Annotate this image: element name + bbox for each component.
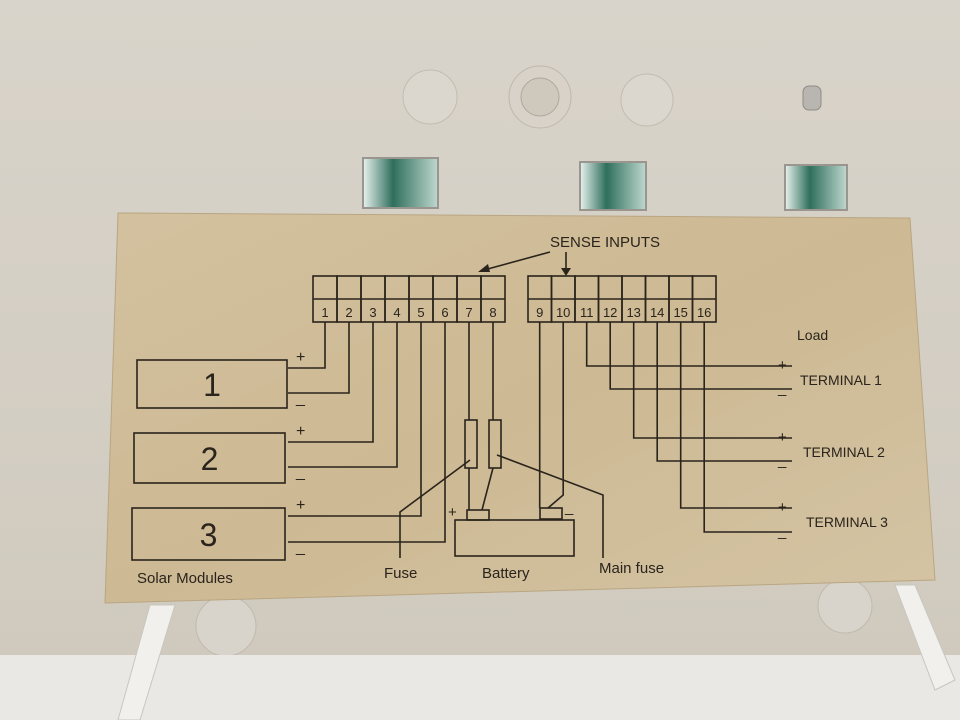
- pin-number: 15: [673, 305, 687, 320]
- load-terminal-2-label: TERMINAL 2: [803, 444, 885, 460]
- battery-negative-terminal: [539, 507, 563, 520]
- pin-number: 6: [441, 305, 448, 320]
- solar-module-2: [133, 432, 286, 484]
- pin-number: 3: [369, 305, 376, 320]
- battery-plus: +: [448, 504, 457, 521]
- pin-number: 1: [321, 305, 328, 320]
- solar-modules-label: Solar Modules: [137, 570, 233, 587]
- plus-sign: +: [778, 499, 787, 516]
- pin-number: 9: [536, 305, 543, 320]
- battery-minus: _: [564, 499, 574, 516]
- main-fuse-label: Main fuse: [599, 560, 664, 577]
- minus-sign: _: [777, 523, 787, 540]
- pin-number: 4: [393, 305, 400, 320]
- plus-sign: +: [296, 497, 305, 514]
- plus-sign: +: [296, 349, 305, 366]
- fuse-symbol: [464, 419, 478, 469]
- load-terminal-3-label: TERMINAL 3: [806, 514, 888, 530]
- fuse-label: Fuse: [384, 565, 417, 582]
- solar-module-1: [136, 359, 288, 409]
- plus-sign: +: [296, 423, 305, 440]
- battery-label: Battery: [482, 565, 530, 582]
- pin-number: 14: [650, 305, 664, 320]
- plus-sign: +: [778, 429, 787, 446]
- solar-module-3: [131, 507, 286, 561]
- pin-number: 12: [603, 305, 617, 320]
- indicator-windows: [362, 157, 848, 211]
- pin-number: 7: [465, 305, 472, 320]
- minus-sign: _: [777, 452, 787, 469]
- module-number: 1: [203, 367, 221, 403]
- pin-number: 2: [345, 305, 352, 320]
- minus-sign: _: [295, 539, 306, 556]
- module-number: 2: [201, 441, 219, 477]
- bottom-tray: [0, 584, 960, 720]
- sense-inputs-title: SENSE INPUTS: [550, 234, 660, 251]
- pin-number: 11: [580, 305, 594, 320]
- sense-arrows: [483, 251, 567, 271]
- module-number: 3: [200, 517, 218, 553]
- arrowhead: [561, 268, 571, 276]
- arrowhead: [478, 264, 490, 272]
- minus-sign: _: [295, 390, 306, 407]
- load-label: Load: [797, 327, 828, 343]
- plus-sign: +: [778, 357, 787, 374]
- minus-sign: _: [295, 464, 306, 481]
- pin-number: 5: [417, 305, 424, 320]
- pin-number: 10: [556, 305, 570, 320]
- pin-number: 8: [489, 305, 496, 320]
- load-terminal-1-label: TERMINAL 1: [800, 372, 882, 388]
- minus-sign: _: [777, 380, 787, 397]
- battery-symbol: [454, 519, 575, 557]
- battery-positive-terminal: [466, 509, 490, 521]
- pin-number: 13: [626, 305, 640, 320]
- pin-number: 16: [697, 305, 711, 320]
- mounting-holes: [195, 65, 873, 657]
- wires: [288, 322, 792, 558]
- main-fuse-symbol: [488, 419, 502, 469]
